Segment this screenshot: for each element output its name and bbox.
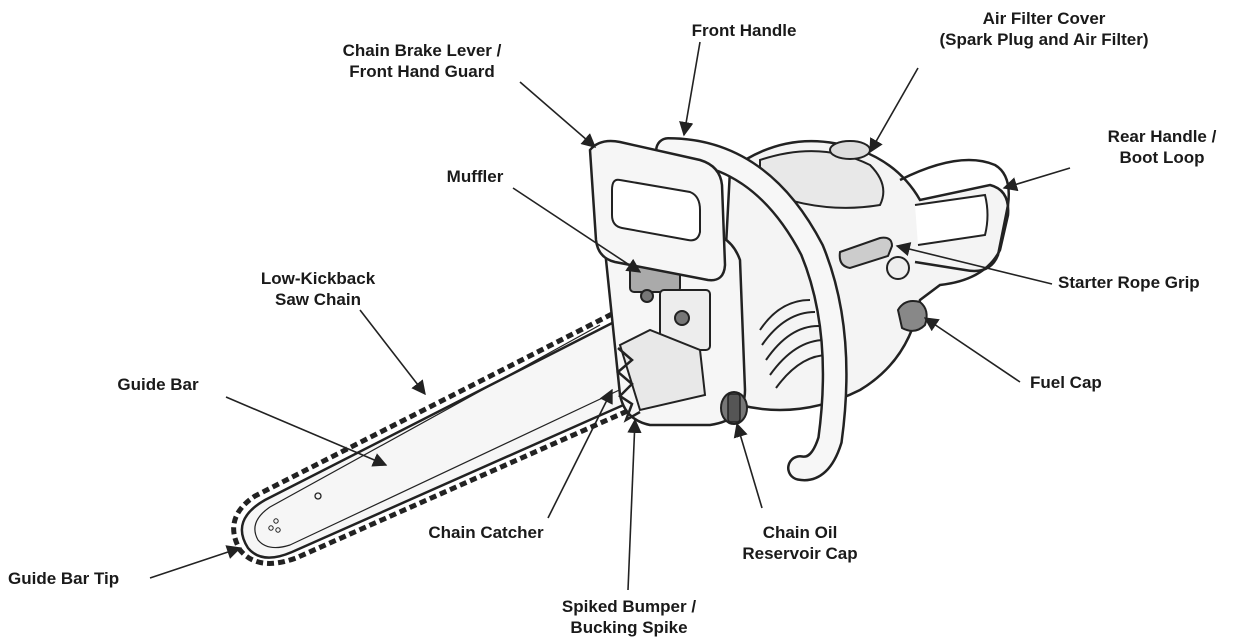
label-front-handle: Front Handle <box>692 20 797 41</box>
label-air-filter-cover-line1: Air Filter Cover <box>982 9 1106 28</box>
label-chain-brake-line1: Chain Brake Lever / <box>342 41 502 60</box>
label-chain-brake-line2: Front Hand Guard <box>349 62 495 81</box>
label-rear-handle-line1: Rear Handle / <box>1107 127 1217 146</box>
label-guide-bar-tip: Guide Bar Tip <box>8 568 119 589</box>
label-fuel-cap-text: Fuel Cap <box>1030 373 1102 392</box>
label-chain-oil-cap: Chain Oil Reservoir Cap <box>742 522 857 564</box>
label-fuel-cap: Fuel Cap <box>1030 372 1102 393</box>
label-saw-chain-line1: Low-Kickback <box>260 269 376 288</box>
label-muffler: Muffler <box>447 166 504 187</box>
leader-lines <box>149 41 1071 591</box>
label-guide-bar-text: Guide Bar <box>117 375 199 394</box>
label-chain-oil-cap-line2: Reservoir Cap <box>742 544 858 563</box>
label-starter-rope-grip-text: Starter Rope Grip <box>1058 273 1200 292</box>
label-starter-rope-grip: Starter Rope Grip <box>1058 272 1200 293</box>
label-air-filter-cover-line2: (Spark Plug and Air Filter) <box>939 30 1149 49</box>
label-muffler-text: Muffler <box>446 167 504 186</box>
label-saw-chain: Low-Kickback Saw Chain <box>261 268 375 310</box>
label-spiked-bumper-line1: Spiked Bumper / <box>561 597 697 616</box>
label-rear-handle: Rear Handle / Boot Loop <box>1108 126 1217 168</box>
label-chain-oil-cap-line1: Chain Oil <box>762 523 838 542</box>
label-spiked-bumper: Spiked Bumper / Bucking Spike <box>562 596 696 638</box>
label-guide-bar-tip-text: Guide Bar Tip <box>8 569 120 588</box>
label-rear-handle-line2: Boot Loop <box>1119 148 1205 167</box>
label-air-filter-cover: Air Filter Cover (Spark Plug and Air Fil… <box>939 8 1148 50</box>
label-spiked-bumper-line2: Bucking Spike <box>570 618 688 637</box>
label-chain-catcher-text: Chain Catcher <box>428 523 544 542</box>
label-guide-bar: Guide Bar <box>117 374 198 395</box>
label-chain-catcher: Chain Catcher <box>428 522 543 543</box>
label-saw-chain-line2: Saw Chain <box>275 290 361 309</box>
front-handle <box>655 137 848 482</box>
label-front-handle-text: Front Handle <box>691 21 797 40</box>
hand-guard <box>588 139 727 282</box>
label-chain-brake: Chain Brake Lever / Front Hand Guard <box>343 40 502 82</box>
